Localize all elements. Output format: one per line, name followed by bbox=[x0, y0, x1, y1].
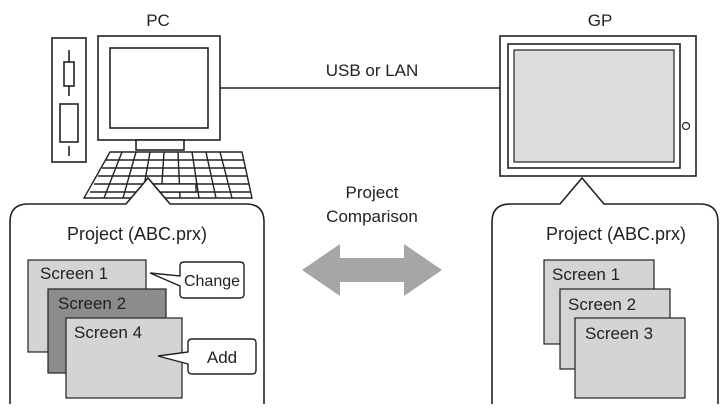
left-project-panel: Project (ABC.prx) Screen 1 Screen 2 Scre… bbox=[9, 176, 265, 404]
right-project-panel: Project (ABC.prx) Screen 1 Screen 2 Scre… bbox=[491, 176, 719, 404]
left-screen-2-label: Screen 2 bbox=[58, 294, 126, 313]
comparison-double-arrow-icon bbox=[302, 244, 442, 296]
pc-label: PC bbox=[146, 11, 170, 30]
right-screen-3[interactable] bbox=[574, 317, 686, 399]
comparison-label-line2: Comparison bbox=[326, 207, 418, 226]
pc-group: PC bbox=[51, 11, 500, 199]
pc-monitor-icon bbox=[97, 35, 500, 151]
left-screen-1-label: Screen 1 bbox=[40, 264, 108, 283]
change-callout-label: Change bbox=[184, 273, 240, 290]
gp-device-icon bbox=[499, 35, 697, 177]
left-screen-4-label: Screen 4 bbox=[74, 323, 142, 342]
gp-label: GP bbox=[588, 11, 613, 30]
right-screen-3-label: Screen 3 bbox=[585, 324, 653, 343]
pc-keyboard-icon bbox=[82, 151, 253, 199]
gp-group: GP bbox=[499, 11, 697, 177]
right-project-title: Project (ABC.prx) bbox=[546, 224, 686, 244]
left-screen-4[interactable] bbox=[65, 317, 183, 399]
right-screen-2-label: Screen 2 bbox=[568, 295, 636, 314]
left-project-title: Project (ABC.prx) bbox=[67, 224, 207, 244]
connection-label: USB or LAN bbox=[326, 61, 419, 80]
pc-tower-icon bbox=[51, 37, 87, 163]
right-screen-1-label: Screen 1 bbox=[552, 265, 620, 284]
add-callout bbox=[157, 338, 257, 375]
add-callout-label: Add bbox=[207, 348, 237, 367]
comparison-label-line1: Project bbox=[346, 183, 399, 202]
change-callout bbox=[149, 261, 245, 299]
